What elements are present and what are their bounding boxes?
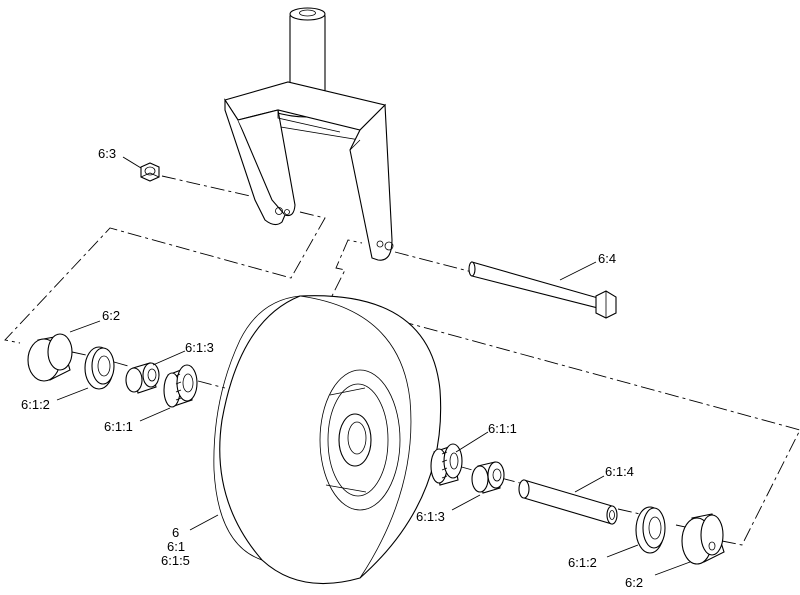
bearing-cup-right bbox=[635, 506, 666, 554]
callout-bearing-cup-left: 6:1:2 bbox=[21, 397, 50, 412]
callout-bushing-left: 6:1:3 bbox=[185, 340, 214, 355]
callout-wheel-assembly: 6 bbox=[172, 525, 179, 540]
tube bbox=[518, 479, 618, 525]
callout-tire: 6:1:5 bbox=[161, 553, 190, 568]
callout-nut: 6:3 bbox=[98, 146, 116, 161]
callout-bushing-right: 6:1:3 bbox=[416, 509, 445, 524]
spacer-right bbox=[681, 513, 725, 565]
wheel-tire bbox=[213, 295, 442, 585]
spacer-left bbox=[27, 333, 73, 382]
bearing-cup-left bbox=[84, 346, 115, 390]
callout-wheel: 6:1 bbox=[167, 539, 185, 554]
nut bbox=[140, 162, 160, 182]
callout-spacer-right: 6:2 bbox=[625, 575, 643, 590]
bushing-right bbox=[471, 461, 505, 494]
bolt bbox=[468, 261, 617, 319]
bearing-cone-right bbox=[430, 443, 463, 486]
callout-spacer-left: 6:2 bbox=[102, 308, 120, 323]
callout-bearing-cone-right: 6:1:1 bbox=[488, 421, 517, 436]
bushing-left bbox=[125, 362, 160, 394]
callout-bearing-cup-right: 6:1:2 bbox=[568, 555, 597, 570]
callout-bolt: 6:4 bbox=[598, 251, 616, 266]
callout-labels: 6:3 6:4 6:2 6:1:2 6:1:3 6:1:1 6:1:1 6:1:… bbox=[21, 146, 643, 590]
callout-tube: 6:1:4 bbox=[605, 464, 634, 479]
callout-bearing-cone-left: 6:1:1 bbox=[104, 419, 133, 434]
caster-fork bbox=[224, 7, 394, 261]
bearing-cone-left bbox=[163, 364, 198, 408]
leader-lines bbox=[56, 156, 691, 576]
